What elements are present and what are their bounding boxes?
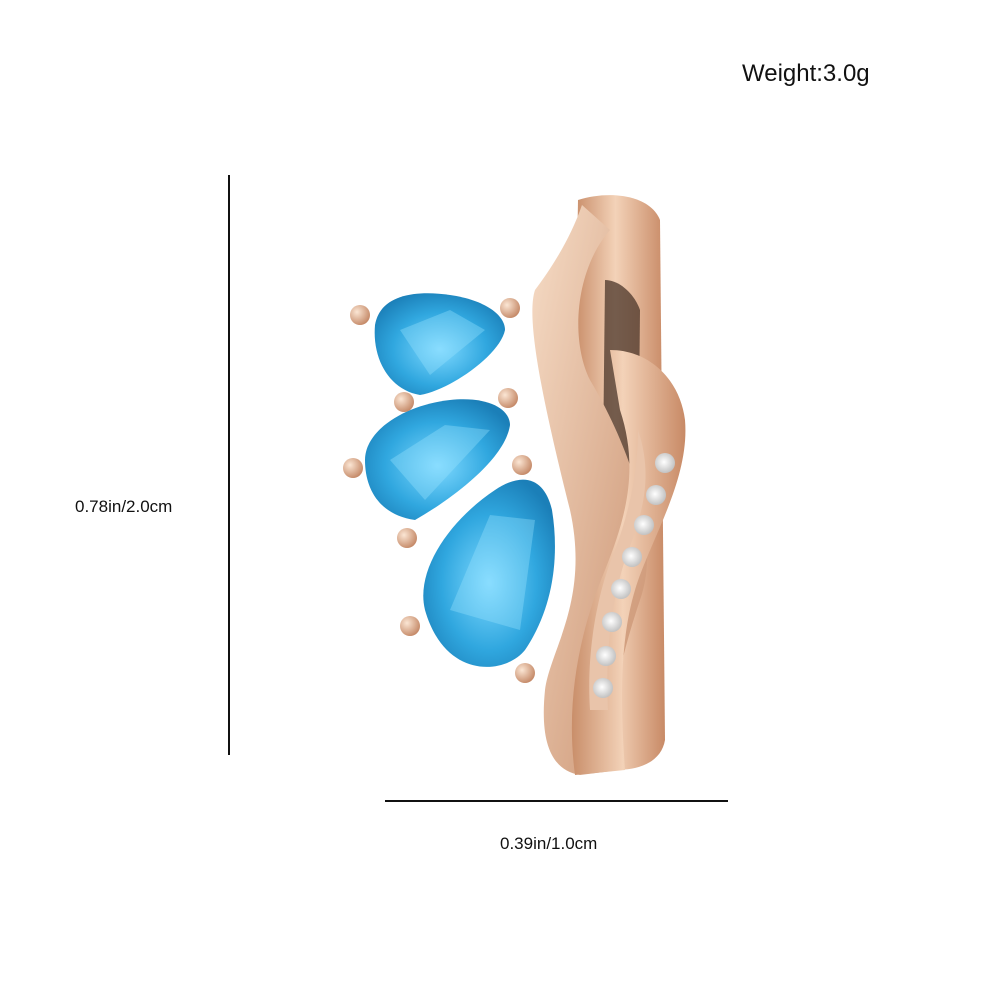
- blue-gem-top: [374, 293, 505, 395]
- blue-gem-middle: [365, 399, 510, 520]
- gold-prongs: [343, 298, 535, 683]
- height-dimension-line: [228, 175, 230, 755]
- weight-label: Weight:3.0g: [742, 60, 870, 87]
- width-dimension-label: 0.39in/1.0cm: [500, 834, 598, 853]
- earring-image: [343, 195, 686, 775]
- blue-gem-bottom: [423, 479, 555, 667]
- width-dimension-line: [385, 800, 728, 802]
- crystal-stones: [593, 453, 675, 698]
- height-dimension-label: 0.78in/2.0cm: [75, 497, 173, 516]
